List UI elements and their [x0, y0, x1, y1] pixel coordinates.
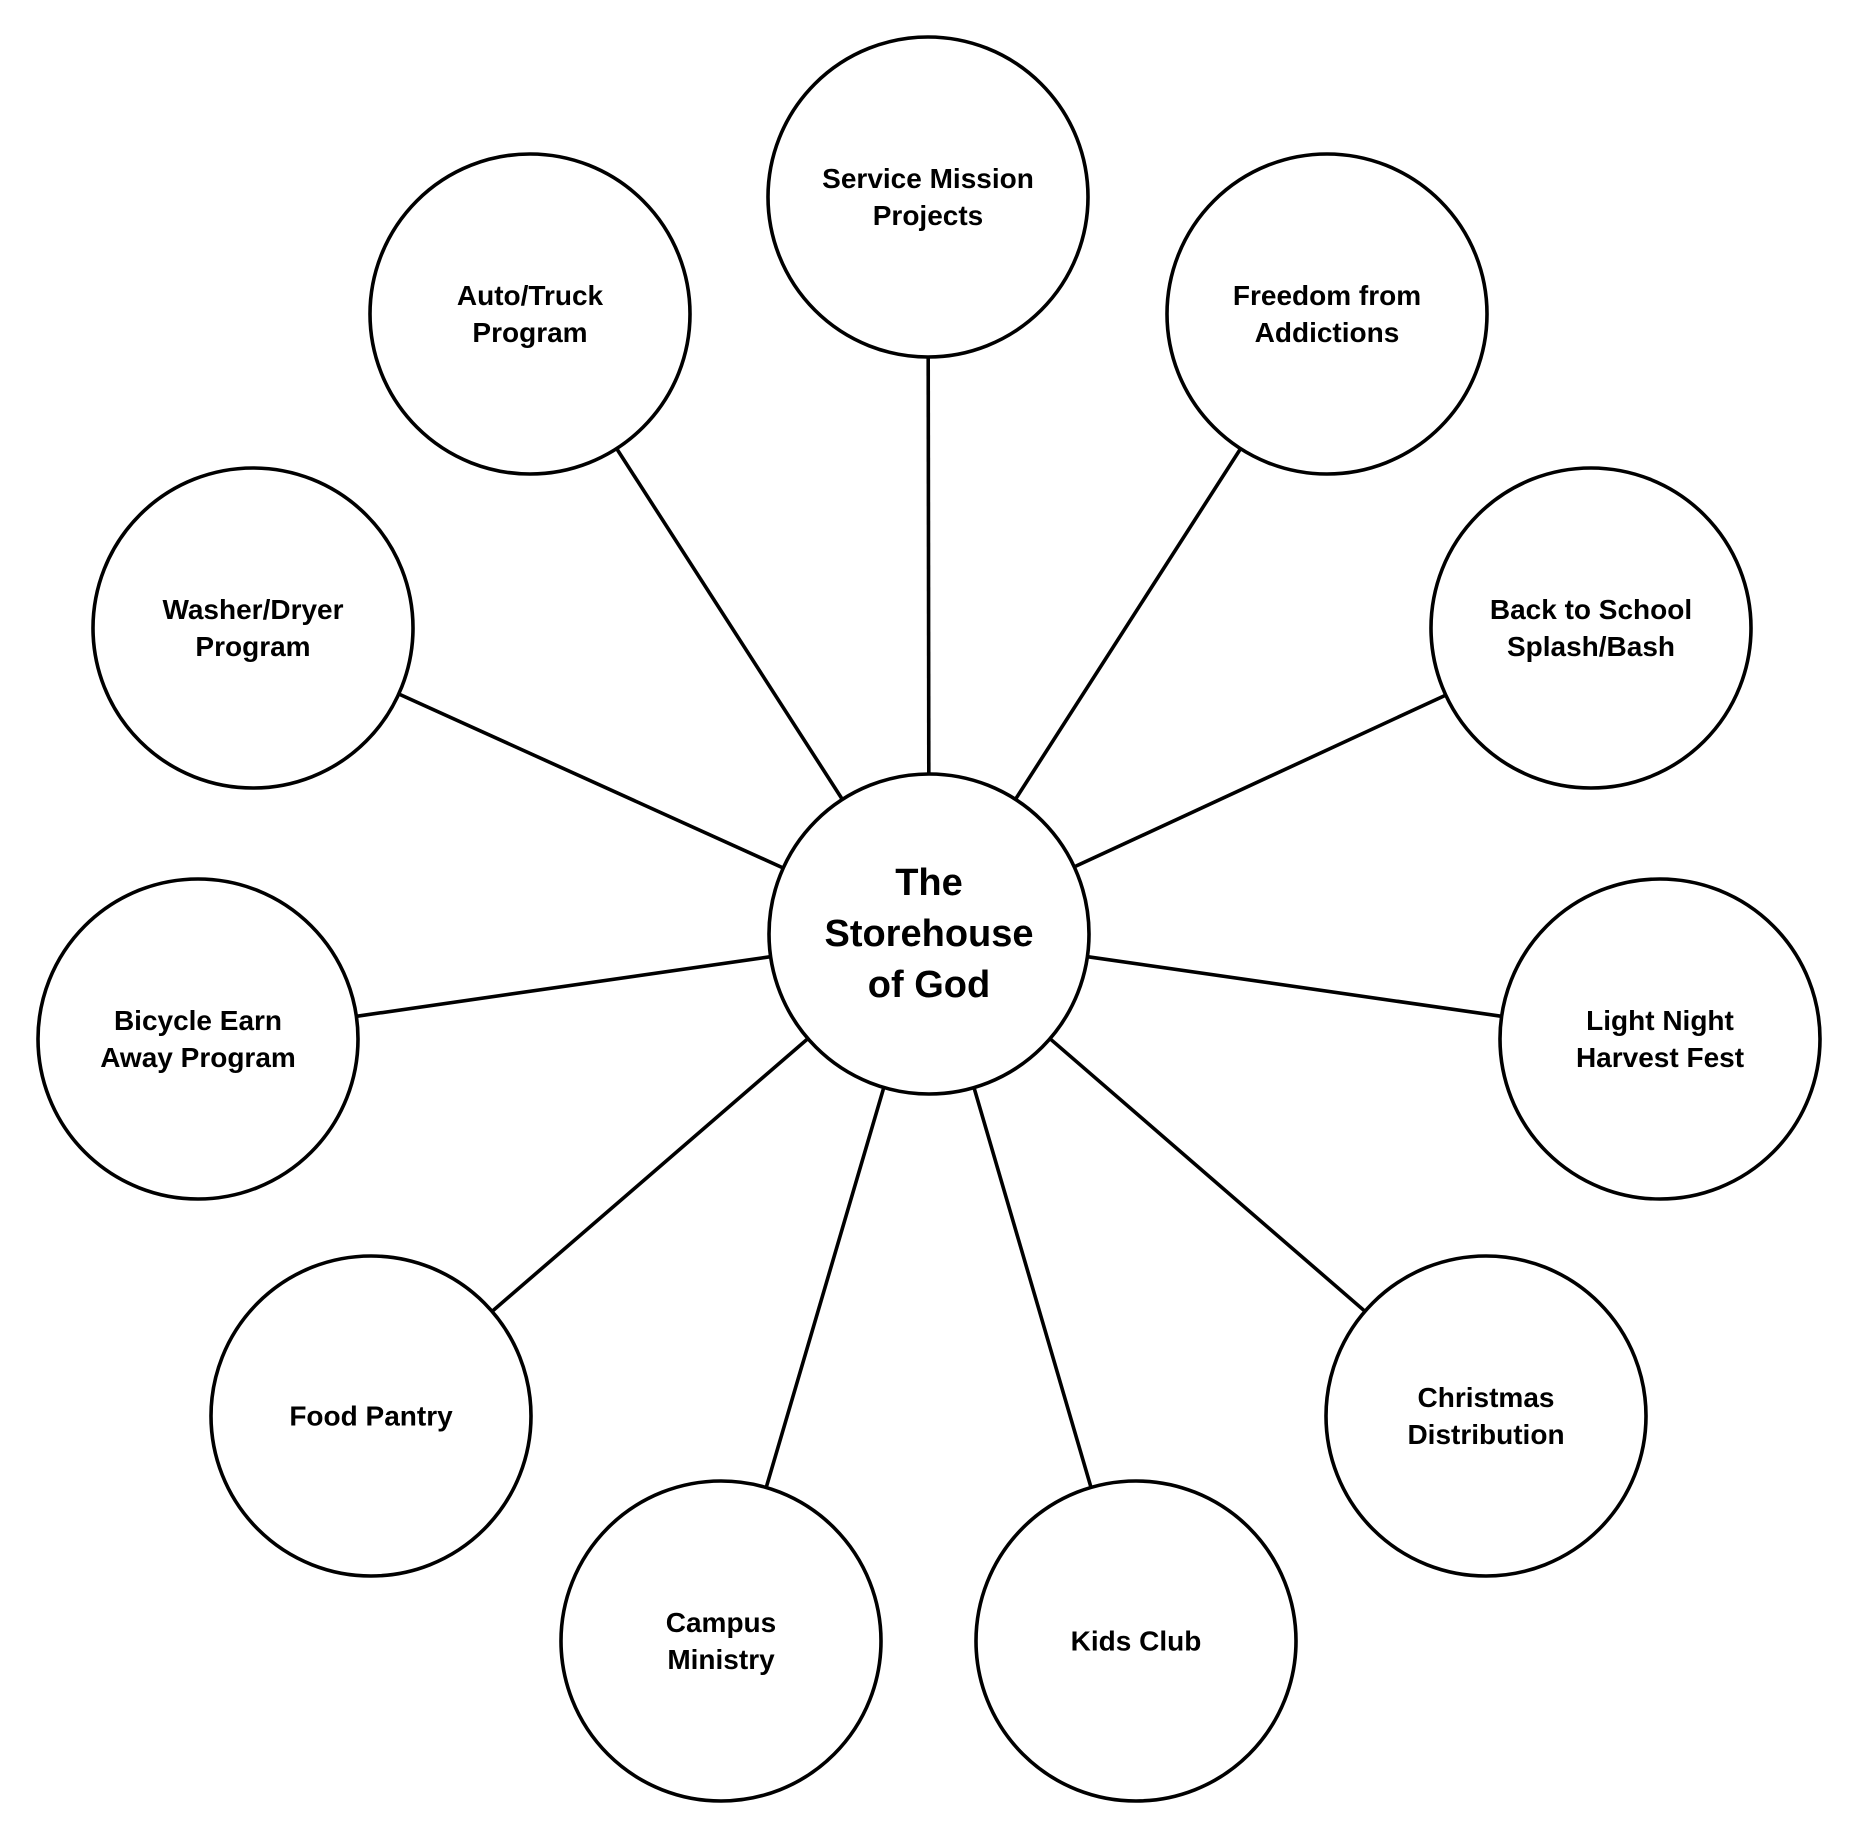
node-circle: [1324, 1254, 1648, 1578]
center-circle: [767, 772, 1091, 1096]
node-freedom-from-addictions-label-line: Addictions: [1255, 317, 1400, 348]
node-food-pantry-label-line: Food Pantry: [289, 1401, 453, 1432]
node-food-pantry: Food Pantry: [209, 1254, 533, 1578]
node-christmas-distribution-label-line: Distribution: [1407, 1419, 1564, 1450]
node-bicycle-earn-away-label-line: Bicycle Earn: [114, 1005, 282, 1036]
node-campus-ministry-label-line: Ministry: [667, 1644, 775, 1675]
node-washer-dryer-label-line: Washer/Dryer: [162, 594, 343, 625]
node-circle: [766, 35, 1090, 359]
node-circle: [91, 466, 415, 790]
node-back-to-school-label-line: Splash/Bash: [1507, 631, 1675, 662]
connector-back-to-school: [1073, 693, 1447, 869]
connector-washer-dryer: [398, 692, 784, 870]
node-auto-truck-label-line: Program: [472, 317, 587, 348]
node-back-to-school-label-line: Back to School: [1490, 594, 1692, 625]
connector-campus-ministry: [764, 1086, 886, 1489]
connector-kids-club: [972, 1087, 1093, 1488]
connector-service-mission-projects: [926, 356, 931, 775]
node-circle: [1165, 152, 1489, 476]
connectors: [356, 356, 1502, 1489]
node-circle: [974, 1479, 1298, 1803]
node-service-mission-projects-label-line: Projects: [873, 200, 984, 231]
node-christmas-distribution-label-line: Christmas: [1418, 1382, 1555, 1413]
node-freedom-from-addictions-label-line: Freedom from: [1233, 280, 1421, 311]
node-auto-truck-label-line: Auto/Truck: [457, 280, 604, 311]
node-circle: [209, 1254, 533, 1578]
center-node-label-line: The: [895, 862, 963, 904]
connector-freedom-from-addictions: [1013, 447, 1243, 801]
connector-christmas-distribution: [1048, 1037, 1367, 1313]
node-kids-club: Kids Club: [974, 1479, 1298, 1803]
node-bicycle-earn-away-label-line: Away Program: [100, 1042, 296, 1073]
center-node-label-line: Storehouse: [824, 913, 1033, 955]
node-circle: [1429, 466, 1753, 790]
connector-auto-truck: [615, 447, 844, 801]
connector-bicycle-earn-away: [356, 954, 771, 1019]
node-circle: [36, 877, 360, 1201]
node-circle: [368, 152, 692, 476]
center-node-label-line: of God: [868, 964, 990, 1006]
connector-food-pantry: [490, 1037, 810, 1313]
node-light-night-label-line: Light Night: [1586, 1005, 1734, 1036]
node-campus-ministry-label-line: Campus: [666, 1607, 776, 1638]
node-kids-club-label-line: Kids Club: [1071, 1626, 1202, 1657]
node-service-mission-projects-label-line: Service Mission: [822, 163, 1034, 194]
connector-light-night: [1087, 954, 1502, 1019]
node-washer-dryer-label-line: Program: [195, 631, 310, 662]
node-circle: [1498, 877, 1822, 1201]
node-light-night-label-line: Harvest Fest: [1576, 1042, 1744, 1073]
node-circle: [559, 1479, 883, 1803]
